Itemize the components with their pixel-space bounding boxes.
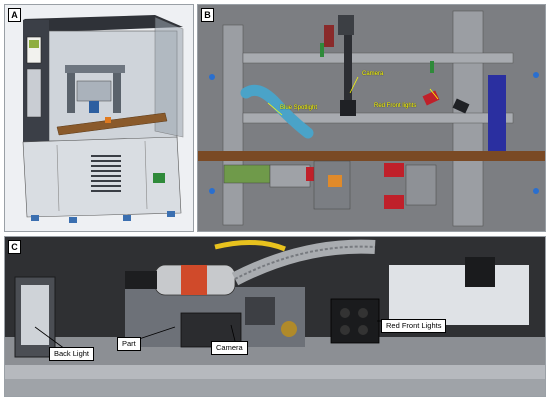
station-photo-illustration (5, 237, 545, 396)
panel-a-letter: A (8, 8, 21, 22)
panel-c-photo: C Back (4, 236, 546, 397)
red-front-lights-label: Red Front Lights (381, 319, 447, 333)
part-label: Part (117, 337, 141, 351)
panel-c-letter: C (8, 240, 21, 254)
red-front-lights-annotation: Red Front lights (374, 103, 417, 109)
back-light-label: Back Light (49, 347, 95, 361)
panel-a-machine-render: A (4, 4, 194, 232)
machine-render-illustration (22, 15, 184, 223)
blue-spotlight-annotation: Blue Spotlight (280, 105, 318, 111)
panel-b-letter: B (201, 8, 214, 22)
panel-b-cad-view: B (197, 4, 546, 232)
camera-annotation: Camera (362, 71, 384, 77)
cad-layout-illustration (198, 10, 545, 227)
camera-label: Camera (211, 341, 248, 355)
